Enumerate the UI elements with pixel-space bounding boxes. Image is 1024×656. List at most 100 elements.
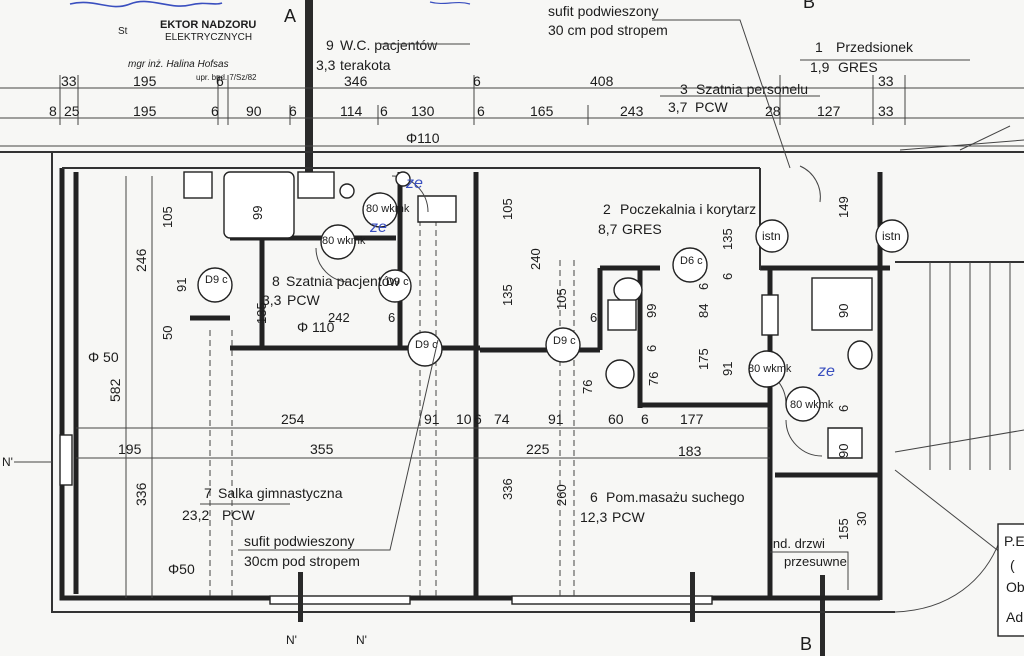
svg-text:25: 25 <box>64 103 80 119</box>
svg-text:1,9: 1,9 <box>810 59 830 75</box>
svg-text:Szatnia pacjentów: Szatnia pacjentów <box>286 273 401 289</box>
svg-text:10: 10 <box>456 411 472 427</box>
svg-text:8,7: 8,7 <box>598 221 618 237</box>
svg-text:80 wkmk: 80 wkmk <box>790 399 834 411</box>
svg-text:175: 175 <box>696 348 711 370</box>
svg-text:6: 6 <box>211 103 219 119</box>
svg-text:Poczekalnia i korytarz: Poczekalnia i korytarz <box>620 201 756 217</box>
door-type-labels: 80 wkmk 80 wkmk 80 wkmk 80 wkmk <box>322 203 834 411</box>
svg-text:346: 346 <box>344 73 368 89</box>
svg-text:582: 582 <box>107 378 123 402</box>
svg-text:355: 355 <box>310 441 334 457</box>
svg-text:33: 33 <box>878 73 894 89</box>
title-block-fragment: P.E ( Ob Ad <box>997 523 1024 637</box>
svg-text:6: 6 <box>380 103 388 119</box>
svg-text:90: 90 <box>836 444 851 458</box>
svg-text:408: 408 <box>590 73 614 89</box>
svg-text:Salka gimnastyczna: Salka gimnastyczna <box>218 485 343 501</box>
handwritten-marks: ze ze ze <box>369 175 835 380</box>
door-tags: D9 c D9 c D9 c D9 c D6 c <box>205 255 703 351</box>
door-tag-circles <box>197 171 909 422</box>
svg-text:260: 260 <box>554 484 569 506</box>
svg-text:istn: istn <box>762 229 781 243</box>
svg-text:8: 8 <box>49 103 57 119</box>
svg-text:D9 c: D9 c <box>553 335 576 347</box>
leader-lines <box>200 19 970 590</box>
section-marker-a: A <box>284 6 296 26</box>
svg-text:(: ( <box>1010 557 1015 573</box>
svg-text:127: 127 <box>817 103 841 119</box>
svg-text:80 wkmk: 80 wkmk <box>366 203 410 215</box>
istn-labels: istn istn <box>762 229 901 243</box>
room-label-2: 2 Poczekalnia i korytarz 8,7 GRES <box>598 201 756 237</box>
svg-text:105: 105 <box>160 206 175 228</box>
svg-text:84: 84 <box>696 304 711 318</box>
svg-text:135: 135 <box>500 284 515 306</box>
svg-text:sufit podwieszony: sufit podwieszony <box>244 533 355 549</box>
sliding-door-note: ind. drzwi przesuwne <box>770 536 847 569</box>
svg-text:33: 33 <box>878 103 894 119</box>
svg-text:91: 91 <box>174 278 189 292</box>
svg-text:195: 195 <box>133 73 157 89</box>
svg-text:6: 6 <box>388 310 395 325</box>
dimension-lines <box>0 75 1024 153</box>
svg-text:Ob: Ob <box>1006 579 1024 595</box>
inspector-stamp: St EKTOR NADZORU ELEKTRYCZNYCH mgr inż. … <box>118 19 257 82</box>
room-label-8: 8 Szatnia pacjentów 3,3 PCW <box>262 273 401 308</box>
svg-text:Φ110: Φ110 <box>406 130 440 146</box>
svg-text:177: 177 <box>680 411 704 427</box>
svg-text:6: 6 <box>696 283 711 290</box>
svg-text:30cm pod stropem: 30cm pod stropem <box>244 553 360 569</box>
svg-text:terakota: terakota <box>340 57 391 73</box>
stamp-line-3: ELEKTRYCZNYCH <box>165 32 252 43</box>
svg-text:8: 8 <box>272 273 280 289</box>
svg-text:Przedsionek: Przedsionek <box>836 39 914 55</box>
svg-text:30 cm pod stropem: 30 cm pod stropem <box>548 22 668 38</box>
svg-text:195: 195 <box>118 441 142 457</box>
section-marker-b-top: B <box>803 0 815 12</box>
stamp-line-4: mgr inż. Halina Hofsas <box>128 59 229 70</box>
svg-text:sufit podwieszony: sufit podwieszony <box>548 3 659 19</box>
svg-text:90: 90 <box>246 103 262 119</box>
svg-text:336: 336 <box>500 478 515 500</box>
svg-text:przesuwne: przesuwne <box>784 554 847 569</box>
svg-text:GRES: GRES <box>838 59 878 75</box>
svg-text:183: 183 <box>678 443 702 459</box>
svg-text:76: 76 <box>646 372 661 386</box>
svg-text:155: 155 <box>836 518 851 540</box>
exterior-stairs <box>894 125 1024 613</box>
svg-text:1: 1 <box>815 39 823 55</box>
room-label-3: 3 Szatnia personelu 3,7 PCW <box>668 81 808 115</box>
dashed-outlines <box>209 210 575 600</box>
svg-text:99: 99 <box>250 206 265 220</box>
svg-text:6: 6 <box>289 103 297 119</box>
svg-text:6: 6 <box>644 345 659 352</box>
svg-text:2: 2 <box>603 201 611 217</box>
svg-text:W.C. pacjentów: W.C. pacjentów <box>340 37 438 53</box>
svg-text:Φ 50: Φ 50 <box>88 349 119 365</box>
svg-text:istn: istn <box>882 229 901 243</box>
sanitary-fixtures <box>183 171 873 459</box>
interior-vertical-dimensions: 105 99 91 50 135 242 6 105 240 135 105 6… <box>160 196 869 540</box>
svg-text:3,7: 3,7 <box>668 99 688 115</box>
svg-text:6: 6 <box>474 411 482 427</box>
svg-text:3,3: 3,3 <box>262 292 282 308</box>
svg-text:6: 6 <box>477 103 485 119</box>
ceiling-note-top: sufit podwieszony 30 cm pod stropem <box>548 3 668 38</box>
svg-text:N': N' <box>2 455 13 469</box>
svg-text:D9 c: D9 c <box>386 276 409 288</box>
svg-text:GRES: GRES <box>622 221 662 237</box>
svg-text:91: 91 <box>720 362 735 376</box>
svg-text:165: 165 <box>530 103 554 119</box>
svg-text:PCW: PCW <box>612 509 645 525</box>
room-label-1: 1 Przedsionek 1,9 GRES <box>810 39 914 75</box>
svg-text:80 wkmk: 80 wkmk <box>322 235 366 247</box>
svg-text:ze: ze <box>369 219 387 236</box>
section-marker-b-bottom: B <box>800 634 812 654</box>
svg-text:ind. drzwi: ind. drzwi <box>770 536 825 551</box>
top-dimension-chain-1: 33 195 6 346 6 408 33 <box>61 73 894 89</box>
svg-text:ze: ze <box>405 175 423 192</box>
north-markers: N' N' N' <box>2 455 367 647</box>
svg-text:195: 195 <box>133 103 157 119</box>
